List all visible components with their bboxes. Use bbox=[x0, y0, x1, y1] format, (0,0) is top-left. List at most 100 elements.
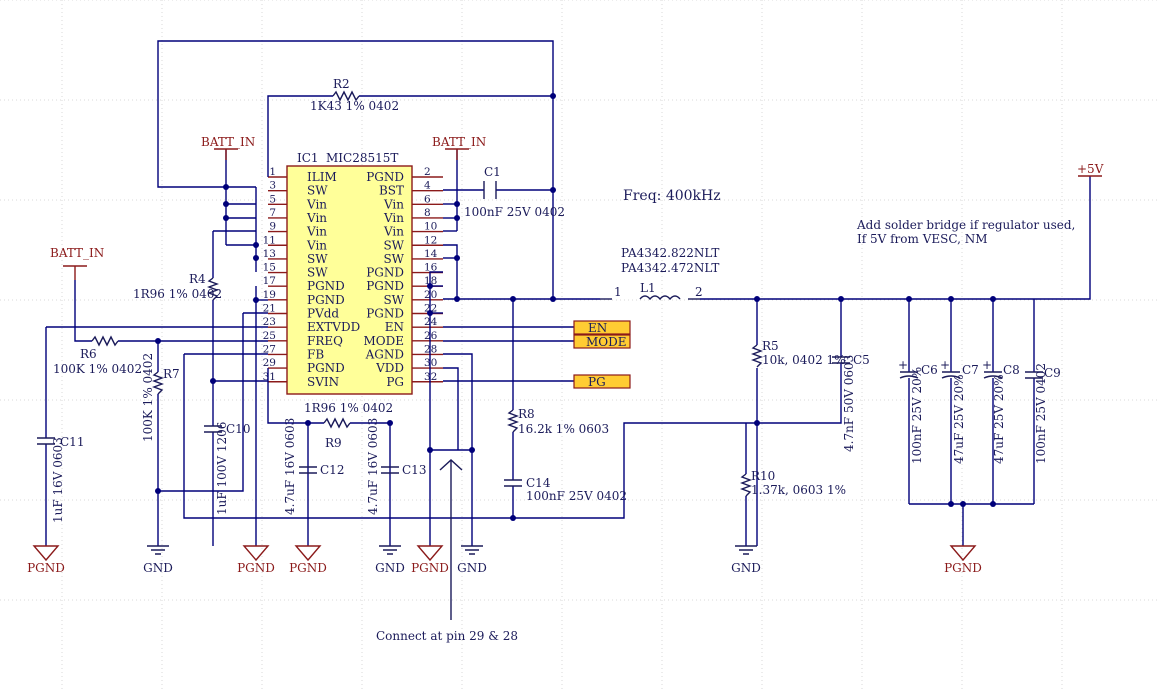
ic-left-pin-number: 9 bbox=[269, 221, 276, 233]
gnd-symbol bbox=[147, 545, 169, 555]
c9-ref: C9 bbox=[1044, 366, 1061, 380]
c6-plus: + bbox=[898, 358, 908, 372]
ic-left-pin-number: 13 bbox=[263, 248, 276, 260]
resistor-r6[interactable]: R6 100K 1% 0402 bbox=[53, 335, 142, 376]
l1-part1: PA4342.822NLT bbox=[621, 246, 719, 260]
ic-right-pin-name: PGND bbox=[366, 279, 404, 293]
ic-right-pin-name: VDD bbox=[375, 361, 404, 375]
capacitor-c12[interactable]: C12 4.7uF 16V 0603 bbox=[283, 418, 344, 515]
ic-left-pin-number: 15 bbox=[263, 262, 276, 274]
r6-ref: R6 bbox=[80, 347, 97, 361]
r8-value: 16.2k 1% 0603 bbox=[518, 422, 609, 436]
c13-ref: C13 bbox=[402, 463, 426, 477]
ic-left-pin-number: 11 bbox=[263, 234, 276, 246]
capacitor-c8[interactable]: + C8 47uF 25V 20% bbox=[982, 358, 1020, 464]
batt-in-label: BATT_IN bbox=[50, 246, 104, 260]
ic-right-pin-name: SW bbox=[383, 238, 404, 252]
ic-left-pin-number: 5 bbox=[269, 193, 276, 205]
l1-part2: PA4342.472NLT bbox=[621, 261, 719, 275]
c10-ref: C10 bbox=[226, 422, 250, 436]
c12-value: 4.7uF 16V 0603 bbox=[283, 418, 297, 515]
port-en-label: EN bbox=[588, 321, 607, 335]
plus5v-symbol: +5V bbox=[1077, 162, 1104, 177]
ic-left-pin-name: SW bbox=[307, 184, 328, 198]
freq-note: Freq: 400kHz bbox=[623, 188, 721, 204]
ic-right-pin-number: 6 bbox=[424, 193, 431, 205]
r4-ref: R4 bbox=[189, 272, 206, 286]
port-mode-label: MODE bbox=[586, 335, 627, 349]
gnd-label: GND bbox=[143, 561, 173, 575]
pgnd-label: PGND bbox=[237, 561, 275, 575]
gnd-symbol bbox=[735, 545, 757, 555]
port-mode[interactable]: MODE bbox=[573, 334, 631, 349]
resistor-r5[interactable]: R5 10k, 0402 1% bbox=[751, 339, 846, 368]
pgnd-label: PGND bbox=[411, 561, 449, 575]
inductor-l1[interactable]: 1 2 L1 PA4342.822NLT PA4342.472NLT bbox=[600, 246, 719, 301]
capacitor-c1[interactable]: C1 100nF 25V 0402 bbox=[464, 165, 565, 219]
ic-left-pin-name: PGND bbox=[307, 361, 345, 375]
ic-right-pin-number: 24 bbox=[424, 316, 438, 328]
wires bbox=[45, 40, 1091, 620]
port-pg-label: PG bbox=[588, 375, 606, 389]
ic-body[interactable] bbox=[286, 165, 413, 395]
r4-value: 1R96 1% 0402 bbox=[133, 287, 222, 301]
ic-left-pin-name: PGND bbox=[307, 279, 345, 293]
pgnd-label: PGND bbox=[27, 561, 65, 575]
c1-value: 100nF 25V 0402 bbox=[464, 205, 565, 219]
c8-plus: + bbox=[982, 358, 992, 372]
capacitor-c5[interactable]: C5 4.7nF 50V 0603 bbox=[832, 353, 870, 452]
r9-ref: R9 bbox=[325, 436, 342, 450]
capacitor-c14[interactable]: C14 100nF 25V 0402 bbox=[504, 476, 627, 503]
ic-left-pin-name: ILIM bbox=[307, 170, 337, 184]
ic-right-pin-number: 10 bbox=[424, 221, 437, 233]
capacitor-c10[interactable]: C10 1uF 100V 1206 bbox=[204, 422, 250, 515]
ic-right-pin-number: 12 bbox=[424, 234, 437, 246]
capacitor-c6[interactable]: + C6 100nF 25V 20% bbox=[898, 358, 938, 464]
c7-value: 47uF 25V 20% bbox=[952, 374, 966, 464]
ic-left-pin-name: FB bbox=[307, 347, 324, 361]
ic-right-pin-name: EN bbox=[385, 320, 404, 334]
resistor-r4[interactable]: R4 1R96 1% 0402 bbox=[133, 272, 222, 301]
ic-left-pin-number: 27 bbox=[263, 343, 276, 355]
r5-ref: R5 bbox=[762, 339, 779, 353]
c14-ref: C14 bbox=[526, 476, 551, 490]
capacitor-c11[interactable]: C11 1uF 16V 0603 bbox=[37, 435, 84, 523]
connect-note: Connect at pin 29 & 28 bbox=[376, 629, 518, 643]
resistor-r10[interactable]: R10 1.37k, 0603 1% bbox=[740, 450, 846, 546]
gnd-symbol bbox=[379, 545, 401, 555]
capacitor-c9[interactable]: C9 100nF 25V 0402 bbox=[1025, 363, 1061, 464]
c6-ref: C6 bbox=[921, 363, 938, 377]
resistor-r7[interactable]: R7 100K 1% 0402 bbox=[141, 353, 180, 442]
capacitor-c7[interactable]: + C7 47uF 25V 20% bbox=[940, 358, 979, 464]
r8-ref: R8 bbox=[518, 407, 535, 421]
port-en[interactable]: EN bbox=[573, 320, 631, 335]
r5-value: 10k, 0402 1% bbox=[762, 353, 846, 367]
ic-right-pin-number: 2 bbox=[424, 166, 431, 178]
resistor-r9[interactable]: 1R96 1% 0402 R9 bbox=[304, 401, 393, 450]
ic-right-pin-name: Vin bbox=[383, 211, 404, 225]
capacitor-c13[interactable]: C13 4.7uF 16V 0603 bbox=[366, 418, 426, 515]
r9-value: 1R96 1% 0402 bbox=[304, 401, 393, 415]
ic-left-pin-number: 31 bbox=[263, 371, 276, 383]
r7-ref: R7 bbox=[163, 367, 180, 381]
c8-value: 47uF 25V 20% bbox=[992, 374, 1006, 464]
r10-value: 1.37k, 0603 1% bbox=[751, 483, 846, 497]
ic-right-pin-name: PGND bbox=[366, 266, 404, 280]
ic-left-pin-name: SW bbox=[307, 266, 328, 280]
ic-left-pin-name: PGND bbox=[307, 293, 345, 307]
batt-in-label: BATT_IN bbox=[201, 135, 255, 149]
ic-right-pin-name: BST bbox=[379, 184, 404, 198]
ic-left-pin-name: EXTVDD bbox=[307, 320, 360, 334]
pgnd-symbol bbox=[416, 545, 444, 562]
batt-in-symbol: BATT_IN bbox=[50, 246, 104, 280]
plus5v-label: +5V bbox=[1077, 162, 1104, 176]
resistor-r2[interactable]: R2 1K43 1% 0402 bbox=[310, 77, 399, 113]
c6-value: 100nF 25V 20% bbox=[910, 367, 924, 464]
port-pg[interactable]: PG bbox=[573, 374, 631, 389]
bridge-note-line1: Add solder bridge if regulator used, bbox=[856, 218, 1075, 232]
ic-left-pin-number: 25 bbox=[263, 330, 276, 342]
ic-ref: IC1 bbox=[297, 151, 319, 165]
resistor-r8[interactable]: R8 16.2k 1% 0603 bbox=[507, 407, 609, 436]
